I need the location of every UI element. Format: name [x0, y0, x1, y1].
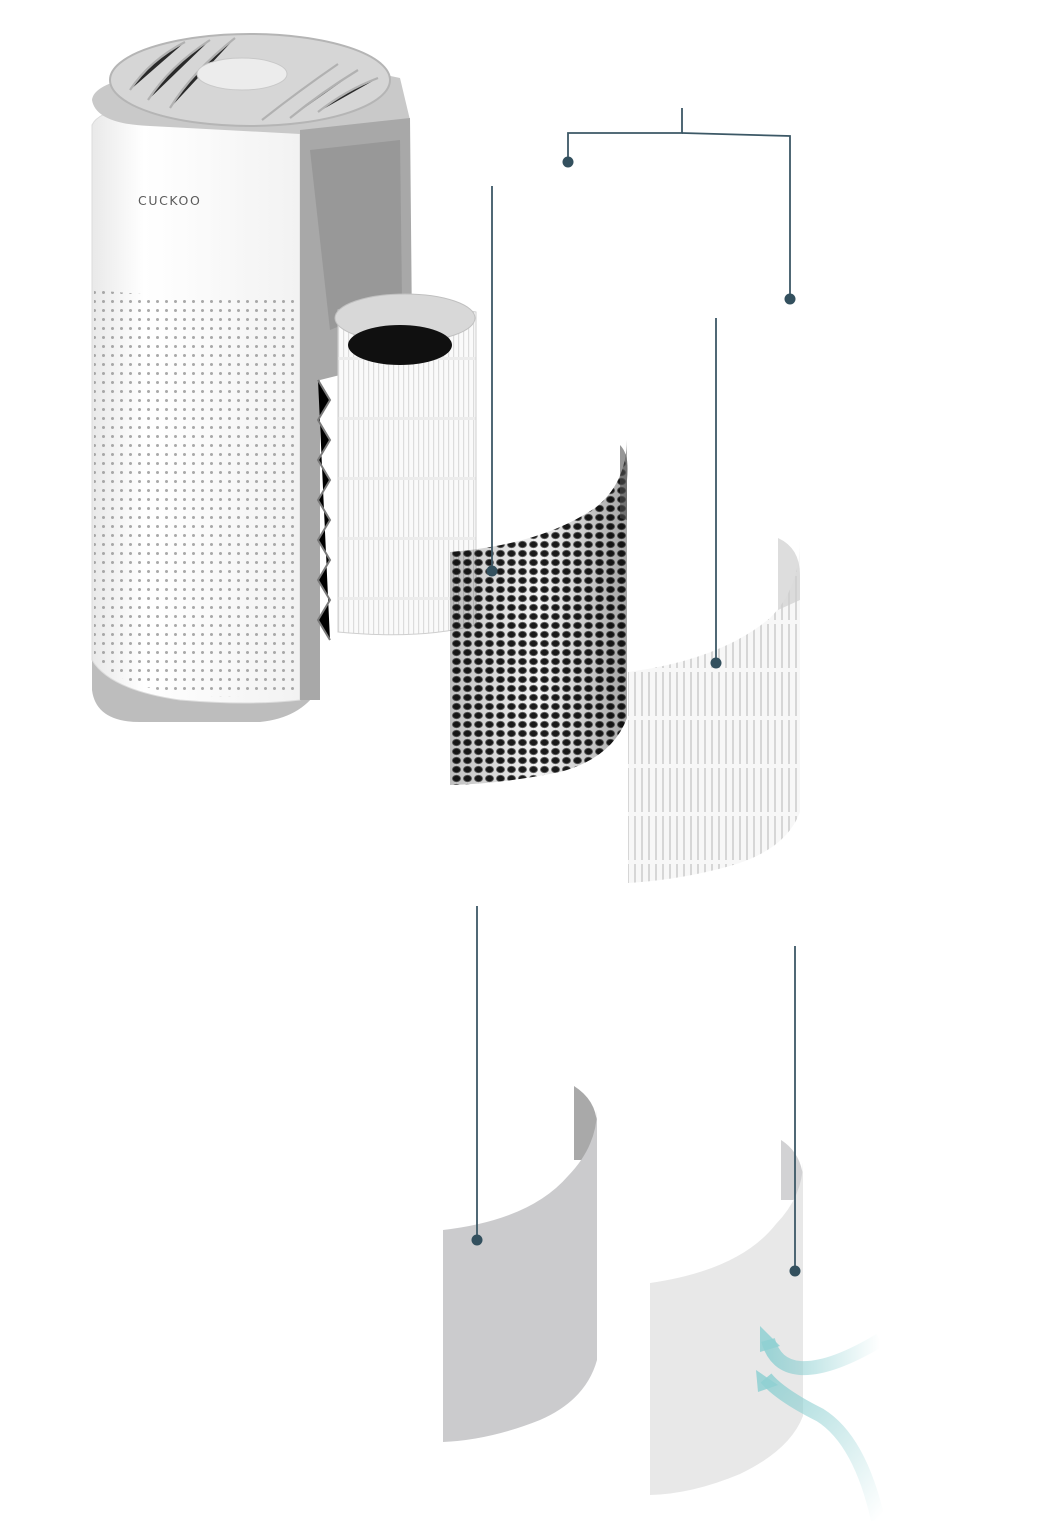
arrow-head-upper — [760, 1326, 780, 1352]
leader-dots — [471, 156, 801, 1277]
leader-dot-purifier-right — [784, 293, 796, 305]
top-control-cap — [196, 57, 288, 91]
cylinder-carbon-core — [348, 325, 452, 365]
airflow-arrow-lower — [760, 1373, 885, 1522]
leader-dot-carbon — [486, 565, 498, 577]
carbon-deodorizing-filter — [450, 440, 628, 785]
hepa-sheet-edge — [778, 538, 800, 610]
carbon-sheet-edge — [620, 445, 628, 520]
airflow-arrows — [756, 1326, 885, 1522]
carbon-sheet-shading — [450, 440, 627, 785]
inner-housing — [310, 140, 402, 330]
leader-dot-prefilter — [789, 1265, 801, 1277]
leader-lines — [476, 108, 796, 1271]
leader-top-bracket-right — [681, 132, 791, 299]
brand-logo: CUCKOO — [138, 193, 202, 208]
airflow-arrow-upper — [761, 1333, 884, 1376]
pre-filter-sheet — [650, 1140, 803, 1495]
leader-top-bracket-left — [567, 108, 683, 162]
arrow-head-lower — [756, 1370, 778, 1392]
prefilter-edge — [781, 1140, 803, 1200]
hepa-sheet-front — [628, 540, 800, 883]
prefilter-front — [650, 1162, 803, 1495]
purifier-unit — [91, 33, 477, 722]
leader-dot-purifier-left — [562, 156, 574, 168]
gray-filter-sheet — [443, 1086, 597, 1442]
hepa-filter-sheet — [628, 538, 800, 883]
perforated-grille — [94, 290, 298, 697]
gray-sheet-front — [443, 1110, 597, 1442]
leader-dot-hepa — [710, 657, 722, 669]
inner-lattice — [316, 379, 332, 641]
leader-dot-gray — [471, 1234, 483, 1246]
